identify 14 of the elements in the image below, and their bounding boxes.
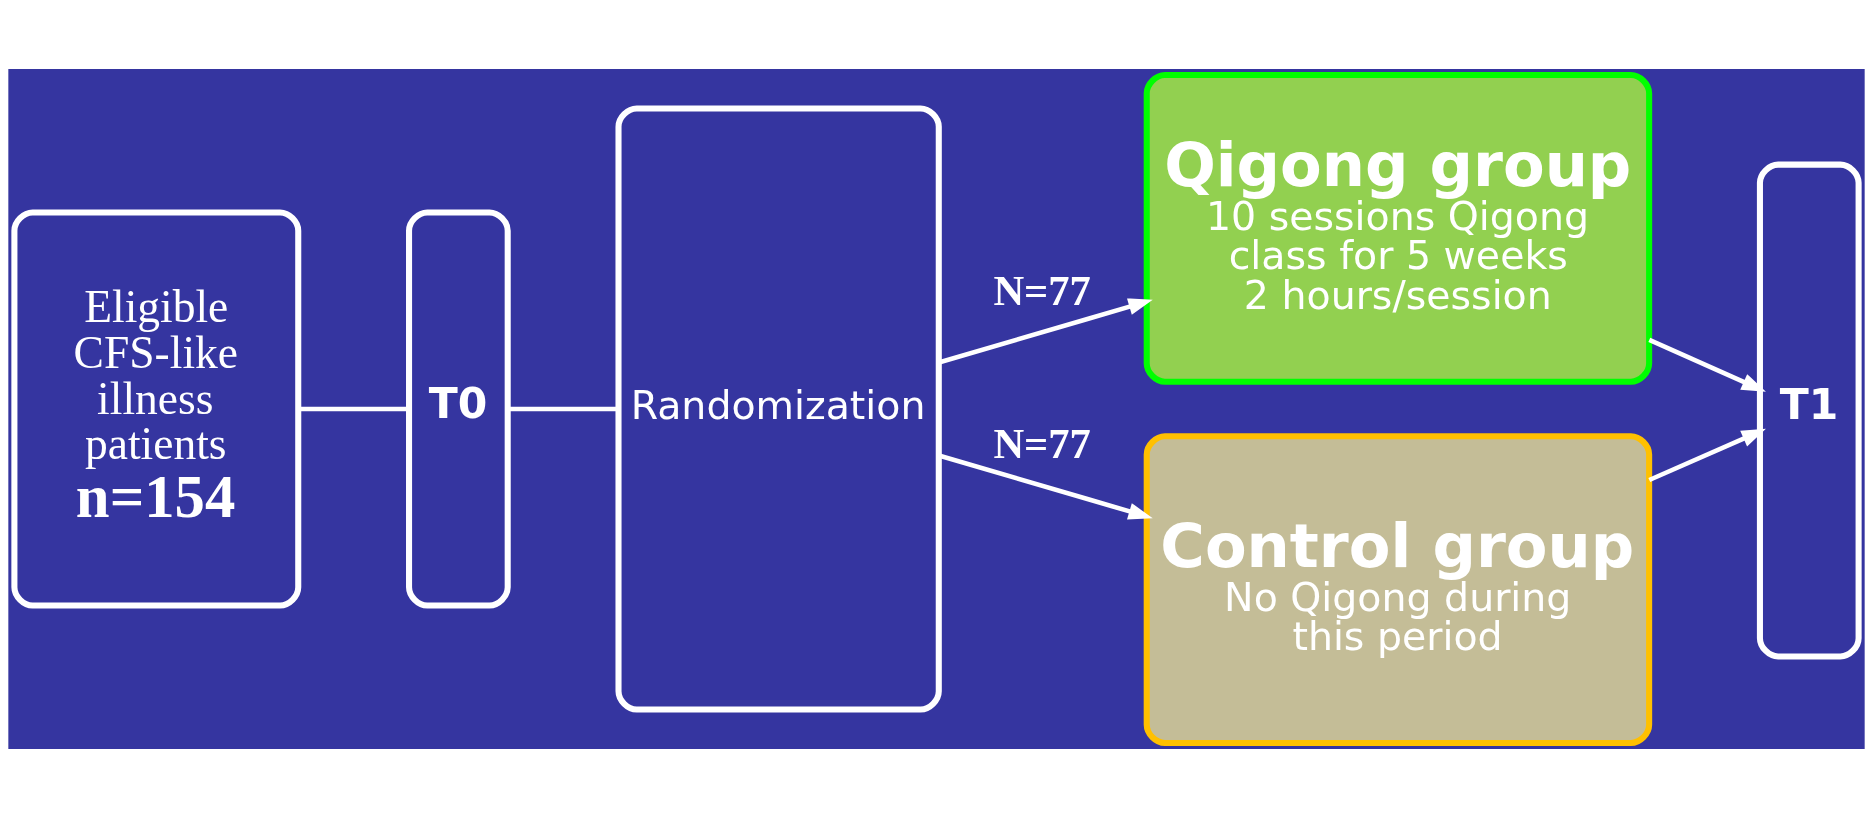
- edge-label: N=77: [993, 419, 1091, 467]
- arrow: [1648, 428, 1766, 482]
- node-box: Qigong group 10 sessions Qigong class for 5 weeks 2 hours/session: [1143, 71, 1653, 385]
- arrow: [938, 452, 1153, 520]
- node-box: Control group No Qigong during this period: [1143, 432, 1653, 746]
- connector: [508, 406, 619, 411]
- connector: [298, 406, 409, 411]
- edge-label: N=77: [993, 266, 1091, 314]
- node-box: Randomization: [615, 104, 942, 713]
- arrow: [1648, 337, 1766, 392]
- arrow: [938, 297, 1153, 365]
- node-box: Eligible CFS-like illness patients n=154: [11, 208, 302, 609]
- node-box: T0: [406, 208, 511, 609]
- node-box: T1: [1756, 161, 1862, 659]
